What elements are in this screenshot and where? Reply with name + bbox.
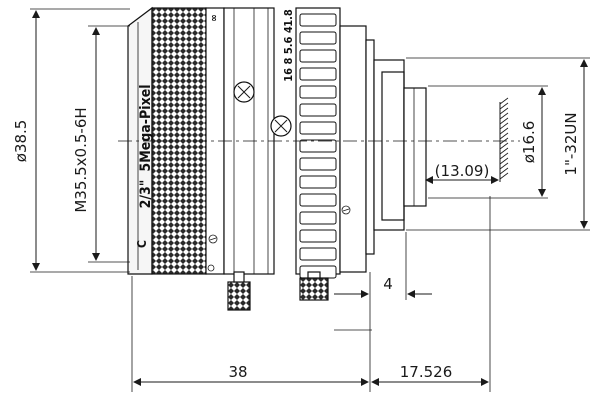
aperture-rib bbox=[299, 193, 337, 207]
slot-screw-1 bbox=[208, 234, 218, 244]
rear-step bbox=[365, 39, 375, 255]
aperture-rib bbox=[299, 175, 337, 189]
model-marking: 5Mega-Pixel bbox=[138, 84, 154, 171]
screw-head-lower bbox=[270, 115, 292, 137]
image-plane bbox=[499, 97, 509, 182]
dim-overall-diameter: ø38.5 bbox=[12, 8, 130, 273]
format-marking: 2/3" bbox=[138, 180, 154, 209]
filter-thread-label: M35.5x0.5-6H bbox=[72, 107, 90, 212]
aperture-rib bbox=[299, 229, 337, 243]
focus-lock-screw bbox=[227, 271, 251, 311]
aperture-min-marking: 1.8 bbox=[282, 9, 295, 27]
dim-rear-diameter: ø16.6 bbox=[428, 85, 548, 199]
dim-flange-distance: 17.526 bbox=[371, 196, 491, 392]
aperture-ribs bbox=[299, 13, 337, 279]
aperture-rib bbox=[299, 31, 337, 45]
dim-mount-thread: 1"-32UN bbox=[406, 57, 590, 231]
lens-body: 5Mega-Pixel 2/3" C ∞ 16 8 5.6 4 1.8 bbox=[127, 6, 427, 311]
aperture-rib bbox=[299, 13, 337, 27]
hatch-line bbox=[499, 107, 509, 115]
aperture-rib bbox=[299, 139, 337, 153]
hatch-line bbox=[499, 132, 509, 140]
mount-offset-label: 4 bbox=[383, 275, 393, 293]
aperture-rib bbox=[299, 103, 337, 117]
aperture-scale-marking: 16 8 5.6 4 bbox=[282, 26, 295, 82]
slot-screw-3 bbox=[207, 264, 215, 272]
iris-lock-screw bbox=[299, 271, 329, 301]
hatch-line bbox=[499, 117, 509, 125]
hatch-line bbox=[499, 167, 509, 175]
hatch-line bbox=[499, 122, 509, 130]
hatch-line bbox=[499, 102, 509, 110]
rear-barrel bbox=[403, 87, 427, 207]
aperture-rib bbox=[299, 121, 337, 135]
hatch-line bbox=[499, 142, 509, 150]
flange-distance-label: 17.526 bbox=[400, 363, 453, 381]
hatch-line bbox=[499, 157, 509, 165]
focus-infinity-marking: ∞ bbox=[209, 14, 220, 22]
hatch-line bbox=[499, 147, 509, 155]
aperture-rib bbox=[299, 247, 337, 261]
hatch-line bbox=[499, 127, 509, 135]
aperture-rib bbox=[299, 67, 337, 81]
aperture-rib bbox=[299, 85, 337, 99]
mount-flange bbox=[373, 59, 405, 231]
slot-screw-2 bbox=[341, 205, 351, 215]
aperture-rib bbox=[299, 49, 337, 63]
dim-total-length: 38 bbox=[131, 276, 372, 392]
hatch-line bbox=[499, 112, 509, 120]
mount-marking: C bbox=[135, 240, 149, 248]
total-length-label: 38 bbox=[228, 363, 247, 381]
aperture-rib bbox=[299, 157, 337, 171]
mount-thread-label: 1"-32UN bbox=[562, 112, 580, 175]
screw-head-upper bbox=[233, 81, 255, 103]
aperture-rib bbox=[299, 211, 337, 225]
overall-diameter-label: ø38.5 bbox=[12, 120, 30, 163]
hatch-line bbox=[499, 162, 509, 170]
hatch-line bbox=[499, 172, 509, 180]
hatch-line bbox=[499, 152, 509, 160]
rear-diameter-label: ø16.6 bbox=[520, 121, 538, 164]
hatch-line bbox=[499, 97, 509, 105]
flange-depth-label: (13.09) bbox=[435, 162, 490, 180]
dim-flange-depth: (13.09) bbox=[425, 162, 499, 184]
dim-mount-offset: 4 bbox=[334, 232, 432, 330]
dim-filter-thread: M35.5x0.5-6H bbox=[72, 25, 130, 263]
rear-section bbox=[339, 25, 367, 273]
